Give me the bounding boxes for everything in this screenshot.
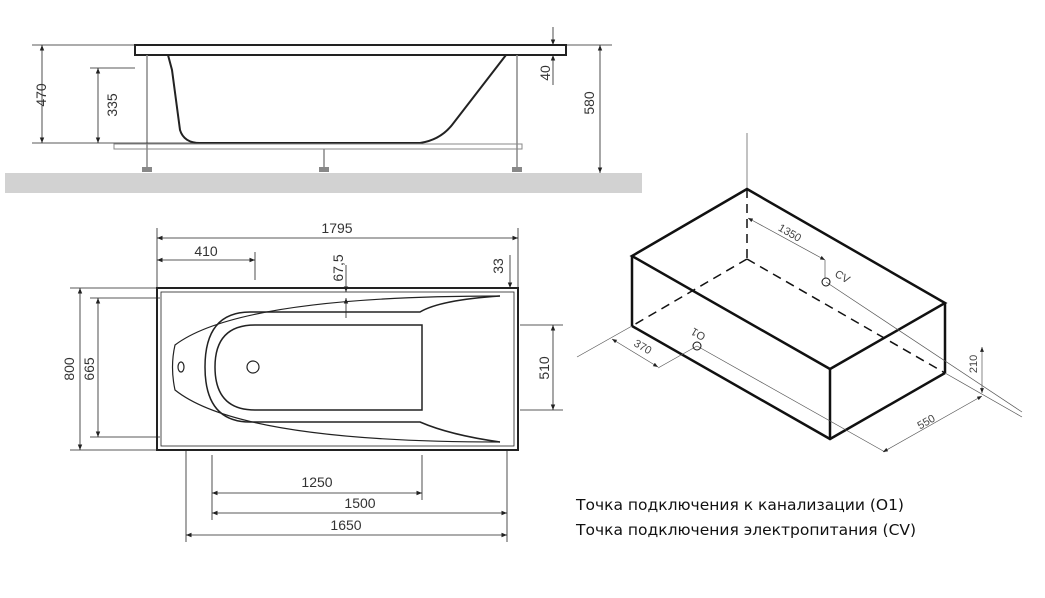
basin-outline [204, 295, 501, 443]
o1-point [692, 341, 702, 351]
box-top [629, 187, 948, 371]
dim-410: 410 [194, 243, 218, 259]
dim-580: 580 [581, 91, 597, 115]
rim [134, 44, 567, 56]
dim-550: 550 [916, 413, 938, 433]
legend-power-point: Точка подключения электропитания (CV) [576, 521, 917, 539]
o1-label: O1 [689, 325, 708, 343]
dim-470: 470 [33, 83, 49, 107]
tub-body [167, 54, 507, 144]
dim-67-5: 67,5 [330, 254, 346, 281]
dim-1350: 1350 [776, 222, 803, 245]
dim-510: 510 [536, 356, 552, 380]
dim-370: 370 [632, 338, 654, 358]
dim-210: 210 [968, 355, 980, 373]
cv-label: CV [833, 268, 853, 286]
cv-point [821, 277, 831, 287]
top-view [70, 228, 563, 542]
iso-view [576, 133, 1023, 453]
dim-1500: 1500 [344, 495, 375, 511]
dim-1795: 1795 [321, 220, 352, 236]
dim-800: 800 [61, 357, 77, 381]
floor [5, 173, 642, 193]
side-view [5, 27, 642, 193]
frame-bar [113, 143, 523, 150]
bottom-outline [214, 324, 423, 411]
dim-665: 665 [81, 357, 97, 381]
rim-outline [156, 287, 519, 451]
drain [246, 360, 260, 374]
dim-1250: 1250 [301, 474, 332, 490]
dim-335: 335 [104, 93, 120, 117]
overflow [177, 361, 185, 373]
dim-40: 40 [537, 65, 553, 81]
legend-drain-point: Точка подключения к канализации (О1) [576, 496, 904, 514]
dim-33: 33 [490, 258, 506, 274]
dim-1650: 1650 [330, 517, 361, 533]
